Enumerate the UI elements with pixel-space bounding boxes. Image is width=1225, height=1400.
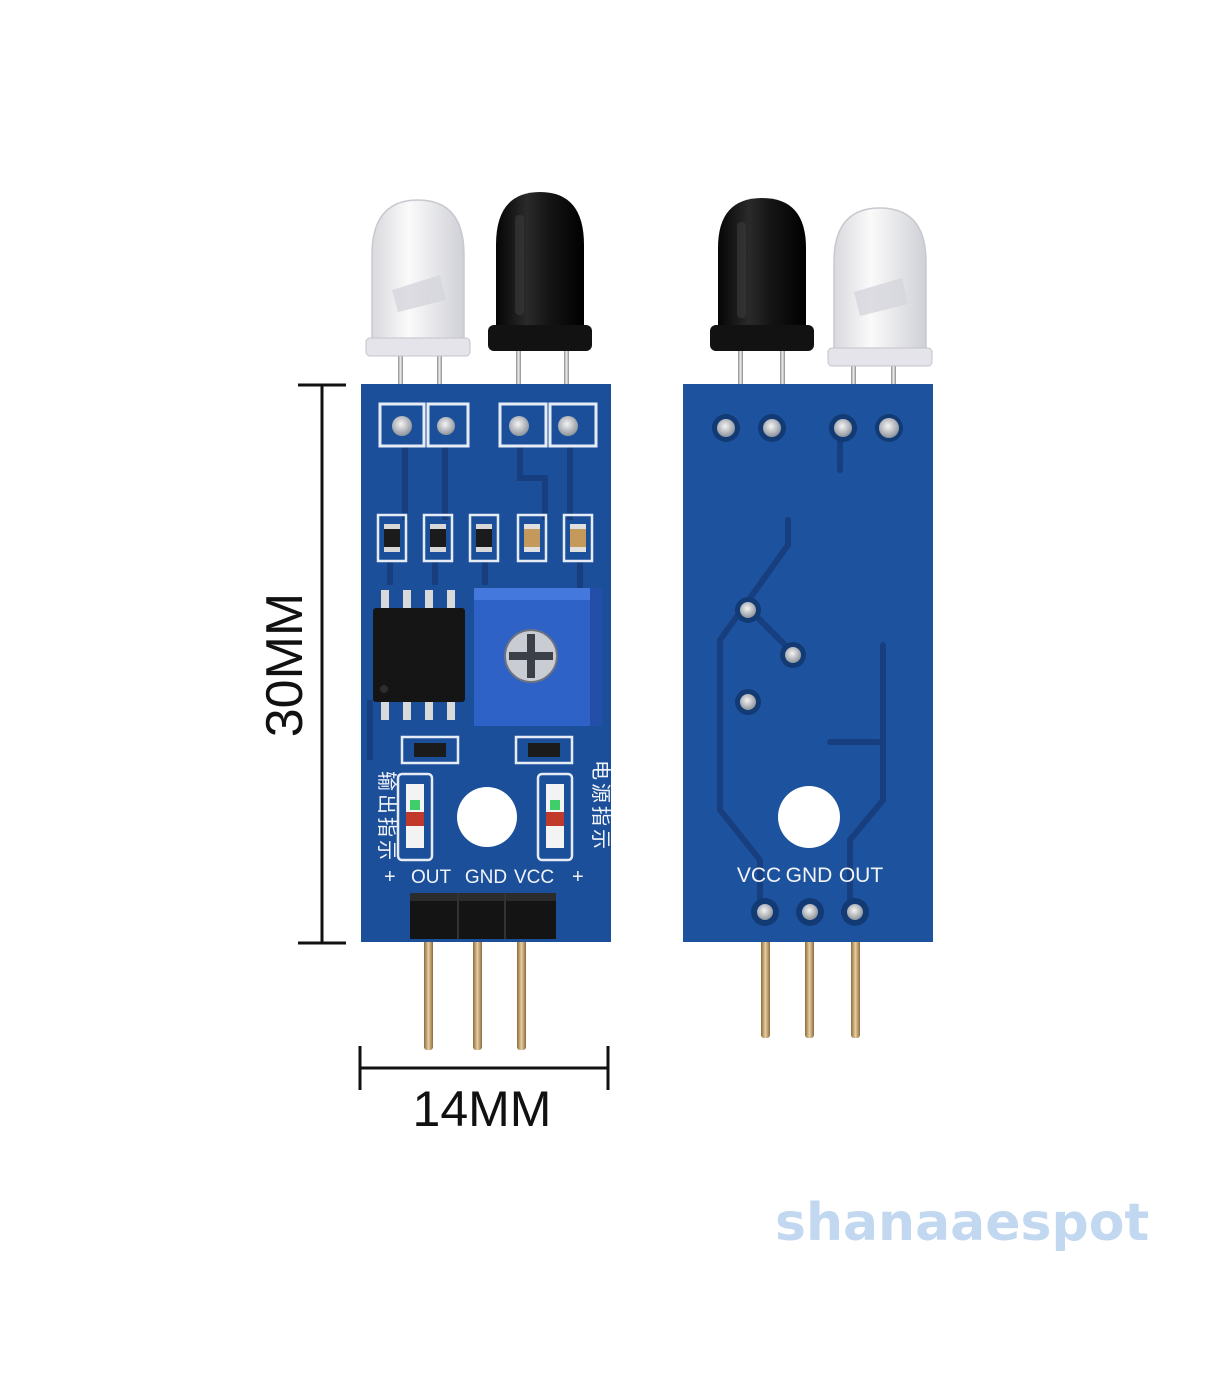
smd-components: [376, 513, 594, 563]
back-pot-pads: [735, 597, 806, 715]
front-header-pins: [424, 930, 526, 1050]
svg-text:指: 指: [375, 817, 399, 837]
front-plus-left: +: [384, 866, 396, 888]
back-header-pads: [751, 898, 869, 926]
power-indicator-label: 电 源 指 示: [589, 760, 613, 849]
front-led-pads: [378, 402, 598, 448]
height-dimension: 30MM: [256, 383, 346, 945]
front-solder-pads: [392, 416, 578, 436]
comparator-ic: [373, 590, 465, 720]
back-led-legs: [738, 345, 896, 390]
output-indicator-label: 输 出 指 示: [375, 771, 399, 860]
front-pin-label-gnd: GND: [465, 867, 507, 888]
height-label: 30MM: [256, 593, 314, 737]
ir-emitter-led: [365, 199, 471, 357]
potentiometer: [474, 588, 602, 726]
svg-text:输: 输: [375, 771, 399, 791]
width-dimension: 14MM: [358, 1046, 610, 1137]
watermark-part-a: shanaa: [775, 1193, 985, 1253]
front-pin-label-out: OUT: [411, 867, 452, 888]
front-board: 输 出 指 示 电 源 指 示 + + OUT GND VCC: [361, 192, 613, 1050]
back-ir-emitter-led: [827, 207, 933, 367]
svg-text:示: 示: [375, 840, 399, 860]
indicator-resistors: [400, 735, 574, 765]
back-pin-label-vcc: VCC: [737, 864, 781, 887]
indicator-leds: [396, 772, 574, 862]
svg-text:源: 源: [589, 783, 613, 803]
front-mounting-hole: [457, 787, 517, 847]
back-board: VCC GND OUT: [683, 198, 933, 1038]
back-pin-label-out: OUT: [839, 864, 884, 887]
watermark-part-b: espot: [985, 1193, 1149, 1253]
width-label: 14MM: [413, 1081, 552, 1137]
back-pin-label-gnd: GND: [786, 864, 833, 887]
front-plus-right: +: [572, 866, 584, 888]
svg-text:指: 指: [589, 806, 613, 826]
front-pin-label-vcc: VCC: [514, 867, 554, 888]
back-ir-receiver-led: [710, 198, 814, 351]
svg-text:电: 电: [589, 760, 613, 780]
front-pin-header: [410, 893, 556, 939]
back-mounting-hole: [778, 786, 840, 848]
back-pcb: [683, 384, 933, 942]
watermark: shanaaespot: [775, 1193, 1149, 1253]
back-header-pins: [761, 930, 860, 1038]
back-led-pads: [712, 414, 903, 442]
ir-receiver-led: [488, 192, 592, 351]
svg-text:出: 出: [375, 794, 399, 814]
watermark-text: shanaaespot: [775, 1193, 1149, 1253]
svg-text:示: 示: [589, 829, 613, 849]
